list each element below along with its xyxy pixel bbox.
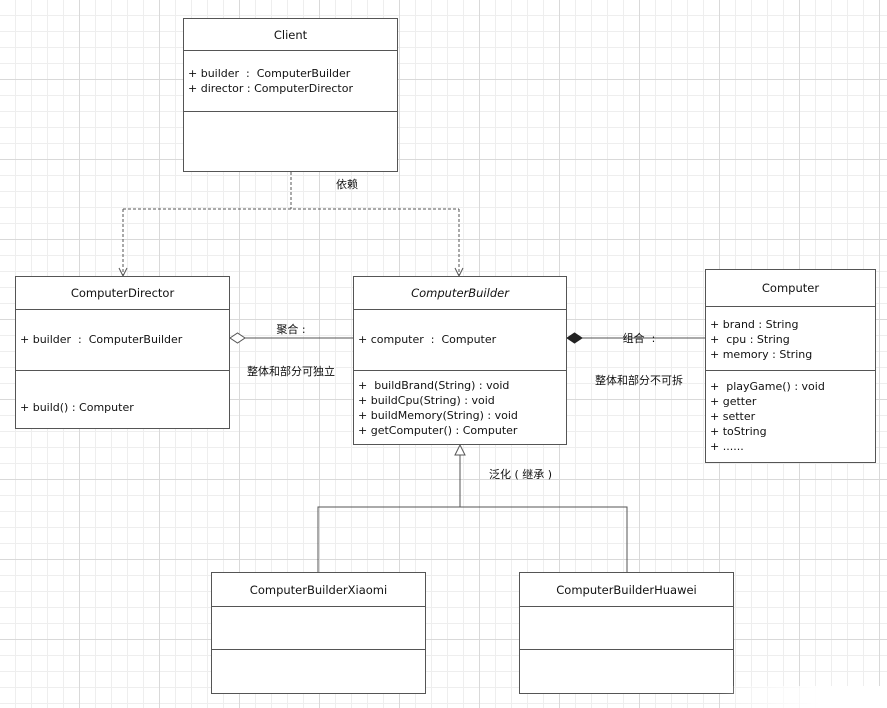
generalization-connector xyxy=(317,443,628,572)
class-director-methods: + build() : Computer xyxy=(16,370,229,428)
attribute: + memory : String xyxy=(710,348,813,361)
class-builder-methods: + buildBrand(String) : void + buildCpu(S… xyxy=(354,370,566,444)
class-huawei-name: ComputerBuilderHuawei xyxy=(556,582,697,597)
aggregation-label: 聚合 : 整体和部分可独立 xyxy=(241,295,341,407)
class-xiaomi-attributes xyxy=(212,606,425,649)
dependency-label: 依赖 xyxy=(336,178,358,191)
class-computer-attributes: + brand : String + cpu : String + memory… xyxy=(706,306,875,370)
attribute: + cpu : String xyxy=(710,333,790,346)
aggregation-label-line1: 聚合 : xyxy=(276,323,306,336)
method: + getter xyxy=(710,395,757,408)
class-client-attributes: + builder : ComputerBuilder + director :… xyxy=(184,50,397,111)
inheritance-triangle xyxy=(454,443,466,456)
attribute: + builder : ComputerBuilder xyxy=(20,333,183,346)
class-client[interactable]: Client + builder : ComputerBuilder + dir… xyxy=(183,18,398,172)
class-huawei-attributes xyxy=(520,606,733,649)
aggregation-label-line2: 整体和部分可独立 xyxy=(247,365,335,378)
class-client-methods xyxy=(184,111,397,171)
composition-label-line1: 组合 : xyxy=(622,332,656,345)
class-computer-builder-xiaomi[interactable]: ComputerBuilderXiaomi xyxy=(211,572,426,694)
composition-label: 组合 : 整体和部分不可拆 xyxy=(589,304,689,416)
class-computer[interactable]: Computer + brand : String + cpu : String… xyxy=(705,269,876,463)
attribute: + builder : ComputerBuilder xyxy=(188,67,351,80)
method: + buildCpu(String) : void xyxy=(358,394,495,407)
attribute: + brand : String xyxy=(710,318,799,331)
method: + toString xyxy=(710,425,767,438)
class-director-attributes: + builder : ComputerBuilder xyxy=(16,309,229,370)
attribute: + computer : Computer xyxy=(358,333,497,346)
aggregation-diamond xyxy=(229,332,246,344)
composition-label-line2: 整体和部分不可拆 xyxy=(595,374,683,387)
bottom-right-fade xyxy=(720,686,887,708)
method: + ...... xyxy=(710,440,744,453)
class-xiaomi-methods xyxy=(212,649,425,693)
method: + build() : Computer xyxy=(20,401,134,414)
class-builder-attributes: + computer : Computer xyxy=(354,309,566,370)
method: + playGame() : void xyxy=(710,380,825,393)
method: + getComputer() : Computer xyxy=(358,424,518,437)
class-huawei-methods xyxy=(520,649,733,693)
class-computer-builder-huawei[interactable]: ComputerBuilderHuawei xyxy=(519,572,734,694)
class-builder-name: ComputerBuilder xyxy=(411,286,509,300)
aggregation-connector xyxy=(229,332,353,344)
class-director-name: ComputerDirector xyxy=(70,286,175,300)
class-computer-builder[interactable]: ComputerBuilder + computer : Computer + … xyxy=(353,276,567,445)
class-xiaomi-name: ComputerBuilderXiaomi xyxy=(249,582,388,597)
class-computer-methods: + playGame() : void + getter + setter + … xyxy=(706,370,875,462)
class-computer-director[interactable]: ComputerDirector + builder : ComputerBui… xyxy=(15,276,230,429)
method: + setter xyxy=(710,410,756,423)
dependency-connector xyxy=(123,172,459,276)
method: + buildBrand(String) : void xyxy=(358,379,510,392)
composition-diamond xyxy=(566,332,583,344)
composition-connector xyxy=(566,332,705,344)
class-client-name: Client xyxy=(273,27,308,42)
class-computer-name: Computer xyxy=(761,281,820,295)
attribute: + director : ComputerDirector xyxy=(188,82,353,95)
method: + buildMemory(String) : void xyxy=(358,409,518,422)
generalization-label: 泛化 ( 继承 ) xyxy=(489,468,553,481)
